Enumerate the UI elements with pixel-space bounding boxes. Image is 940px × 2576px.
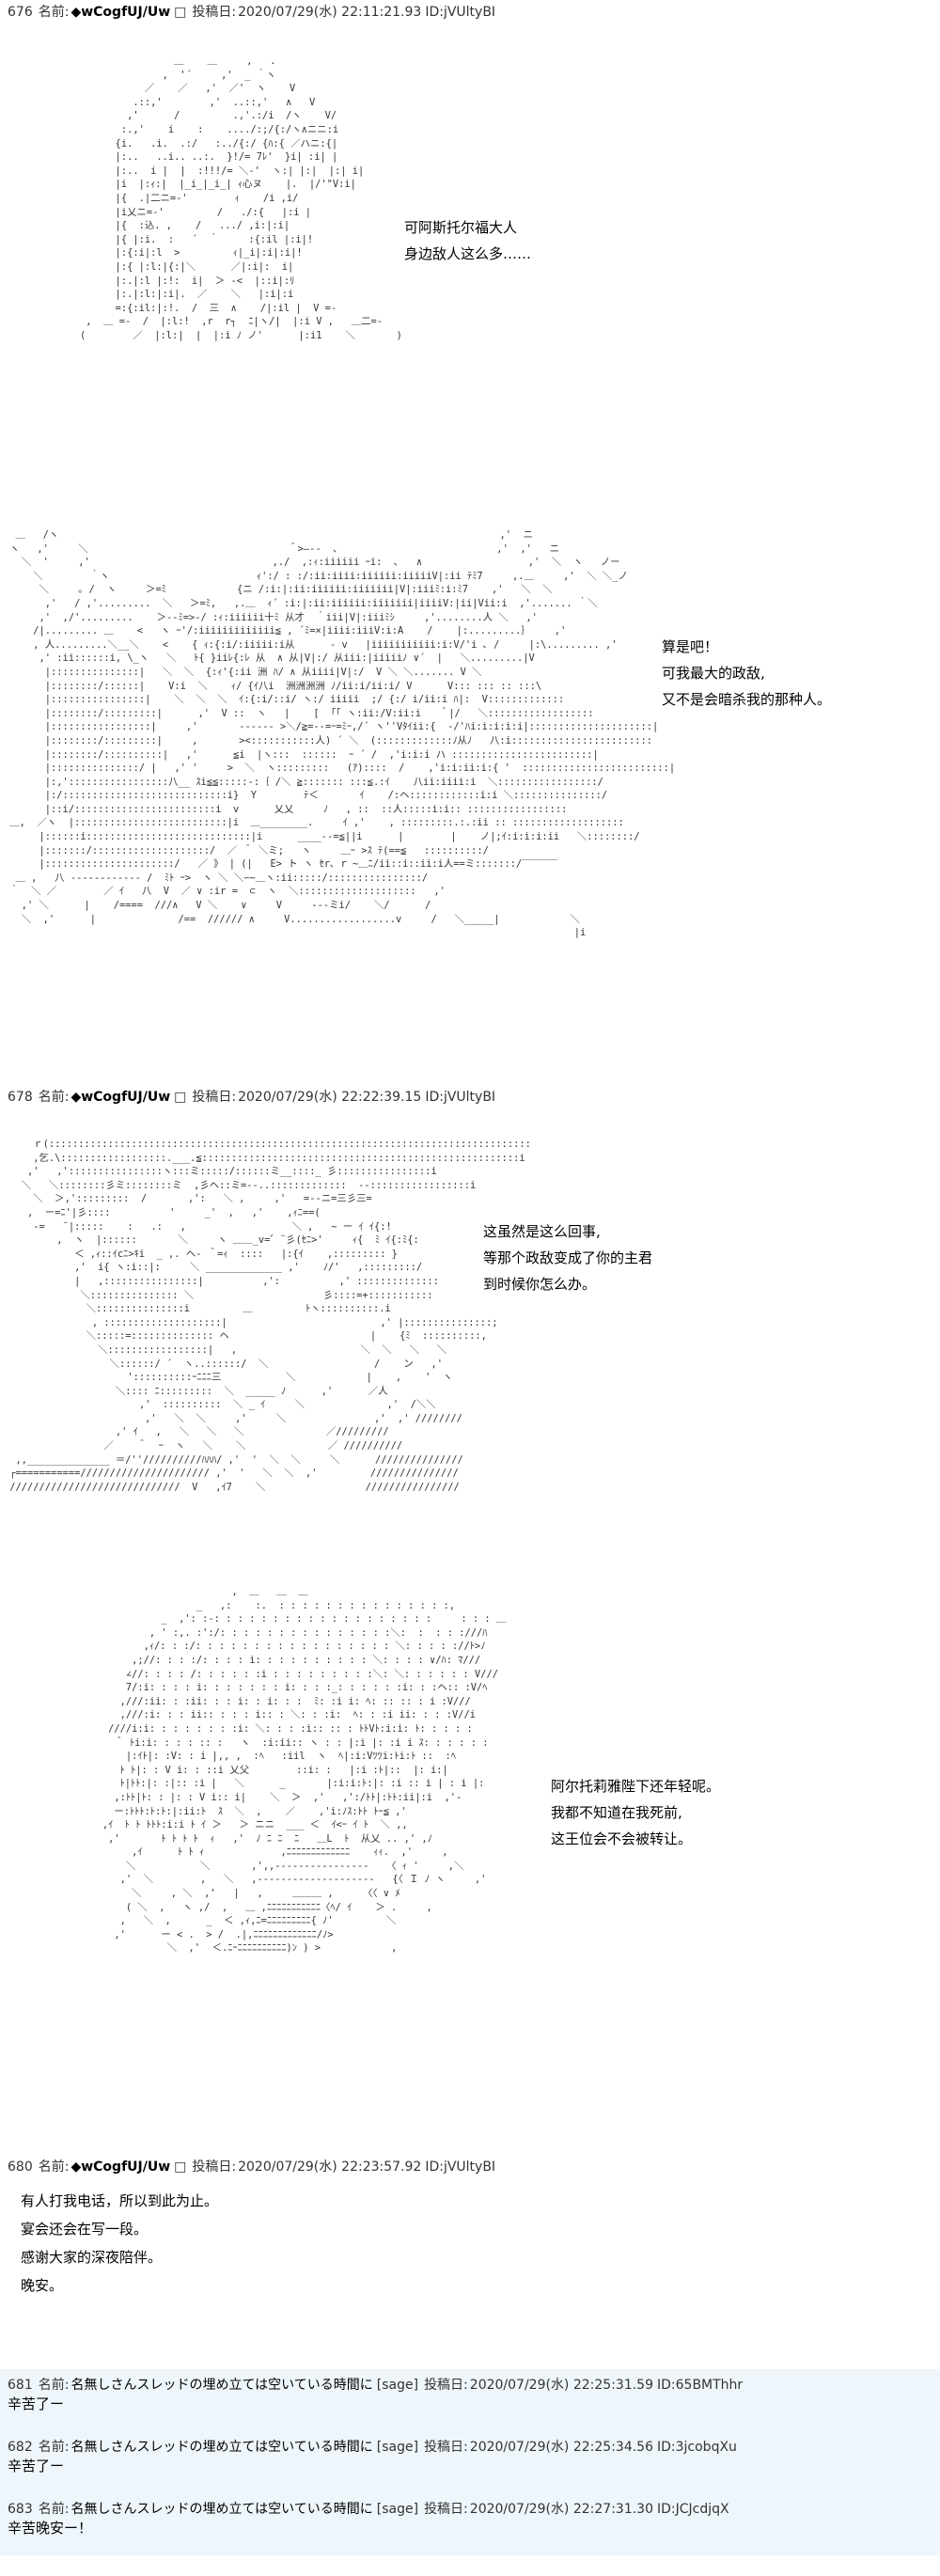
name-label: 名前: — [38, 5, 70, 20]
name-label: 名前: — [38, 1090, 70, 1105]
dialogue-line: 到时候你怎么办。 — [483, 1276, 597, 1293]
name-label: 名前: — [38, 2160, 70, 2175]
post-date: 2020/07/29(水) 22:11:21.93 — [238, 5, 422, 20]
poster-id[interactable]: ID:65BMThhr — [657, 2378, 744, 2393]
sage-tag: [sage] — [376, 2378, 419, 2393]
post-body-680: 有人打我电话，所以到此为止。 宴会还会在写一段。 感谢大家的深夜陪伴。 晚安。 — [21, 2187, 218, 2300]
reply-681: 681 名前:名無しさんスレッドの埋め立ては空いている時間に[sage] 投稿日:2… — [0, 2369, 940, 2431]
reply-message: 辛苦了ー — [8, 2458, 65, 2474]
post-date: 2020/07/29(水) 22:23:57.92 — [238, 2160, 422, 2175]
tripcode-icon: □ — [174, 1090, 187, 1105]
posted-label: 投稿日: — [192, 5, 237, 20]
post-header-680: 680 名前:◆wCogfUJ/Uw□ 投稿日:2020/07/29(水) 22:2… — [8, 2159, 495, 2175]
post-number[interactable]: 678 — [8, 1090, 33, 1105]
poster-name: 名無しさんスレッドの埋め立ては空いている時間に — [70, 2378, 373, 2393]
ascii-art-figure-1: ＿ ＿ , . , '´ ,' _ ｀ヽ ／ ／ ,' ／' ヽ V .::,'… — [80, 55, 402, 341]
poster-name: ◆wCogfUJ/Uw — [70, 5, 171, 20]
post-number[interactable]: 676 — [8, 5, 33, 20]
dialogue-line: 又不是会暗杀我的那种人。 — [662, 691, 832, 708]
dialogue-block-2: 算是吧！ 可我最大的政敌, 又不是会暗杀我的那种人。 — [662, 634, 831, 713]
body-line: 晚安。 — [21, 2277, 64, 2294]
dialogue-block-4: 阿尔托莉雅陛下还年轻呢。 我都不知道在我死前, 这王位会不会被转让。 — [551, 1773, 720, 1852]
name-label: 名前: — [38, 2502, 70, 2517]
dialogue-line: 这王位会不会被转让。 — [551, 1830, 693, 1847]
posted-label: 投稿日: — [424, 2378, 468, 2393]
body-line: 宴会还会在写一段。 — [21, 2221, 149, 2238]
reply-682: 682 名前:名無しさんスレッドの埋め立ては空いている時間に[sage] 投稿日:2… — [0, 2431, 940, 2493]
body-line: 感谢大家的深夜陪伴。 — [21, 2249, 163, 2266]
dialogue-line: 这虽然是这么回事, — [483, 1223, 601, 1240]
dialogue-line: 我都不知道在我死前, — [551, 1804, 682, 1821]
dialogue-line: 可我最大的政敌, — [662, 665, 765, 682]
dialogue-line: 算是吧！ — [662, 638, 719, 655]
ascii-art-figure-3: ｒ(::::::::::::::::::::::::::::::::::::::… — [9, 1139, 530, 1493]
poster-id[interactable]: ID:JCJcdjqX — [657, 2502, 729, 2517]
post-header-676: 676 名前:◆wCogfUJ/Uw□ 投稿日:2020/07/29(水) 22:1… — [8, 4, 495, 21]
post-date: 2020/07/29(水) 22:25:31.59 — [469, 2378, 653, 2393]
reply-message: 辛苦晚安ー！ — [8, 2520, 93, 2537]
dialogue-line: 阿尔托莉雅陛下还年轻呢。 — [551, 1778, 721, 1795]
post-number[interactable]: 680 — [8, 2160, 33, 2175]
post-number[interactable]: 683 — [8, 2502, 33, 2517]
poster-name: 名無しさんスレッドの埋め立ては空いている時間に — [70, 2440, 373, 2455]
posted-label: 投稿日: — [424, 2440, 468, 2455]
ascii-art-figure-4: , ＿ ＿ ＿ _ ,: :. : : : : : : : : : : : : … — [102, 1586, 507, 1955]
poster-id[interactable]: ID:jVUltyBI — [425, 2160, 496, 2175]
post-header-678: 678 名前:◆wCogfUJ/Uw□ 投稿日:2020/07/29(水) 22:2… — [8, 1089, 495, 1106]
post-date: 2020/07/29(水) 22:22:39.15 — [238, 1090, 422, 1105]
ascii-art-figure-2: ＿ /ヽ ,' ニ ヽ ,' ＼ ＾>―-- ､ ,' ,' ニ ＼ ' ,' — [9, 529, 676, 939]
posted-label: 投稿日: — [424, 2502, 468, 2517]
poster-id[interactable]: ID:jVUltyBI — [425, 1090, 496, 1105]
reply-header: 682 名前:名無しさんスレッドの埋め立ては空いている時間に[sage] 投稿日:2… — [0, 2431, 940, 2456]
poster-name: ◆wCogfUJ/Uw — [70, 2160, 171, 2175]
poster-name: ◆wCogfUJ/Uw — [70, 1090, 171, 1105]
dialogue-block-1: 可阿斯托尔福大人 身边敌人这么多…… — [404, 214, 531, 267]
reply-683: 683 名前:名無しさんスレッドの埋め立ては空いている時間に[sage] 投稿日:2… — [0, 2493, 940, 2555]
post-date: 2020/07/29(水) 22:27:31.30 — [469, 2502, 653, 2517]
tripcode-icon: □ — [174, 2160, 187, 2175]
dialogue-line: 可阿斯托尔福大人 — [404, 219, 518, 236]
name-label: 名前: — [38, 2440, 70, 2455]
post-number[interactable]: 682 — [8, 2440, 33, 2455]
post-date: 2020/07/29(水) 22:25:34.56 — [469, 2440, 653, 2455]
posted-label: 投稿日: — [192, 2160, 237, 2175]
dialogue-line: 身边敌人这么多…… — [404, 245, 532, 262]
dialogue-line: 等那个政敌变成了你的主君 — [483, 1249, 653, 1266]
dialogue-block-3: 这虽然是这么回事, 等那个政敌变成了你的主君 到时候你怎么办。 — [483, 1218, 652, 1297]
body-line: 有人打我电话，所以到此为止。 — [21, 2192, 219, 2209]
sage-tag: [sage] — [376, 2440, 419, 2455]
post-number[interactable]: 681 — [8, 2378, 33, 2393]
name-label: 名前: — [38, 2378, 70, 2393]
reply-header: 683 名前:名無しさんスレッドの埋め立ては空いている時間に[sage] 投稿日:2… — [0, 2493, 940, 2518]
poster-id[interactable]: ID:jVUltyBI — [425, 5, 496, 20]
reply-message: 辛苦了ー — [8, 2395, 65, 2412]
poster-name: 名無しさんスレッドの埋め立ては空いている時間に — [70, 2502, 373, 2517]
reply-header: 681 名前:名無しさんスレッドの埋め立ては空いている時間に[sage] 投稿日:2… — [0, 2369, 940, 2394]
tripcode-icon: □ — [174, 5, 187, 20]
posted-label: 投稿日: — [192, 1090, 237, 1105]
poster-id[interactable]: ID:3jcobqXu — [657, 2440, 737, 2455]
sage-tag: [sage] — [376, 2502, 419, 2517]
